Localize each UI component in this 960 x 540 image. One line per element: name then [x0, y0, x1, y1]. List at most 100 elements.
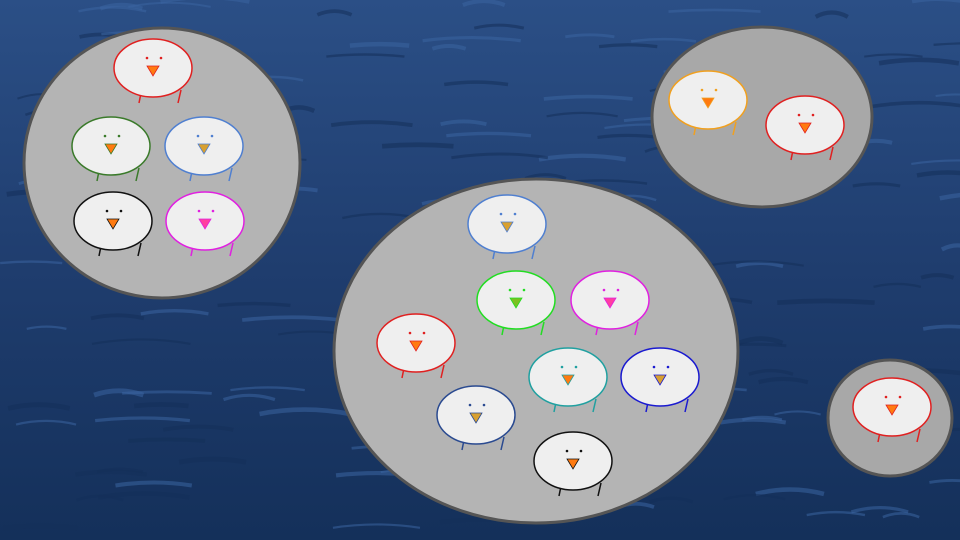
- wave-ripple: [922, 324, 960, 331]
- wave-ripple: [462, 0, 506, 7]
- bird-eye-left: [560, 365, 564, 369]
- bird-eye-right: [522, 288, 526, 292]
- bird-beak: [106, 218, 120, 230]
- wave-ripple: [140, 309, 209, 316]
- wave-ripple: [440, 119, 487, 127]
- bird[interactable]: [113, 38, 193, 104]
- bird-eye-right: [482, 403, 486, 407]
- bird[interactable]: [765, 95, 845, 161]
- bird-eye-right: [616, 288, 620, 292]
- wave-ripple: [935, 93, 960, 97]
- wave-ripple: [443, 80, 509, 87]
- bird-eye-right: [117, 134, 121, 138]
- wave-ripple: [543, 94, 633, 101]
- bird-eye-left: [408, 331, 412, 335]
- bird[interactable]: [476, 270, 556, 336]
- bird[interactable]: [528, 347, 608, 413]
- bird-leg-right: [597, 482, 602, 497]
- bird[interactable]: [852, 377, 932, 443]
- bird-eye-left: [145, 56, 149, 60]
- wave-ripple: [96, 467, 144, 474]
- bird[interactable]: [467, 194, 547, 260]
- bird-leg-right: [540, 321, 545, 336]
- bird-leg-right: [228, 167, 233, 182]
- bird-leg-right: [732, 121, 737, 136]
- wave-ripple: [259, 407, 351, 417]
- wave-ripple: [326, 53, 405, 58]
- island-shape[interactable]: [332, 177, 740, 525]
- wave-ripple: [598, 43, 658, 49]
- bird[interactable]: [71, 116, 151, 182]
- bird-leg-right: [592, 398, 597, 413]
- bird[interactable]: [620, 347, 700, 413]
- wave-ripple: [90, 313, 145, 321]
- bird[interactable]: [570, 270, 650, 336]
- wave-ripple: [473, 23, 525, 30]
- bird-eye-right: [898, 395, 902, 399]
- bird-eye-right: [574, 365, 578, 369]
- wave-ripple: [565, 33, 615, 39]
- wave-ripple: [738, 336, 784, 346]
- wave-ripple: [524, 173, 567, 180]
- wave-ripple: [742, 415, 783, 422]
- island-4[interactable]: [826, 358, 954, 478]
- wave-ripple: [878, 57, 960, 66]
- bird[interactable]: [436, 385, 516, 451]
- island-3[interactable]: [332, 177, 740, 525]
- wave-ripple: [630, 37, 697, 43]
- bird-eye-right: [579, 449, 583, 453]
- wave-ripple: [852, 182, 901, 188]
- bird-beak: [409, 340, 423, 352]
- wave-ripple: [91, 338, 191, 345]
- bird-eye-right: [666, 365, 670, 369]
- bird[interactable]: [533, 431, 613, 497]
- bird[interactable]: [668, 70, 748, 136]
- wave-ripple: [920, 273, 955, 280]
- wave-ripple: [929, 478, 960, 484]
- bird[interactable]: [376, 313, 456, 379]
- wave-ripple: [446, 131, 532, 138]
- bird-leg-right: [137, 242, 142, 257]
- wave-ripple: [332, 523, 421, 529]
- island-1[interactable]: [22, 26, 302, 300]
- wave-ripple: [115, 480, 193, 488]
- wave-ripple: [162, 424, 234, 432]
- wave-ripple: [93, 388, 145, 398]
- wave-ripple: [133, 402, 189, 409]
- wave-ripple: [939, 192, 960, 201]
- bird-beak: [146, 65, 160, 77]
- wave-ripple: [26, 325, 67, 331]
- bird-eye-left: [652, 365, 656, 369]
- wave-ripple: [128, 437, 206, 443]
- bird-eye-left: [103, 134, 107, 138]
- bird-eye-right: [811, 113, 815, 117]
- bird[interactable]: [164, 116, 244, 182]
- wave-ripple: [911, 0, 960, 4]
- island-2[interactable]: [650, 25, 874, 209]
- wave-ripple: [75, 469, 148, 477]
- bird[interactable]: [73, 191, 153, 257]
- bird-beak: [561, 374, 575, 386]
- bird-eye-right: [159, 56, 163, 60]
- wave-ripple: [15, 419, 77, 426]
- bird-leg-right: [829, 146, 834, 161]
- bird[interactable]: [165, 191, 245, 257]
- bird-beak: [509, 297, 523, 309]
- bird-beak: [603, 297, 617, 309]
- bird-eye-right: [211, 209, 215, 213]
- wave-ripple: [720, 417, 787, 425]
- bird-leg-right: [135, 167, 140, 182]
- bird-leg-right: [634, 321, 639, 336]
- wave-ripple: [911, 159, 960, 165]
- wave-ripple: [758, 376, 809, 385]
- wave-ripple: [99, 2, 143, 11]
- wave-ripple: [3, 523, 78, 531]
- bird-eye-left: [105, 209, 109, 213]
- wave-ripple: [230, 386, 305, 392]
- wave-ripple: [706, 260, 804, 267]
- bird-eye-left: [196, 134, 200, 138]
- wave-ripple: [873, 282, 922, 289]
- wave-ripple: [451, 152, 549, 160]
- bird-leg-right: [177, 89, 182, 104]
